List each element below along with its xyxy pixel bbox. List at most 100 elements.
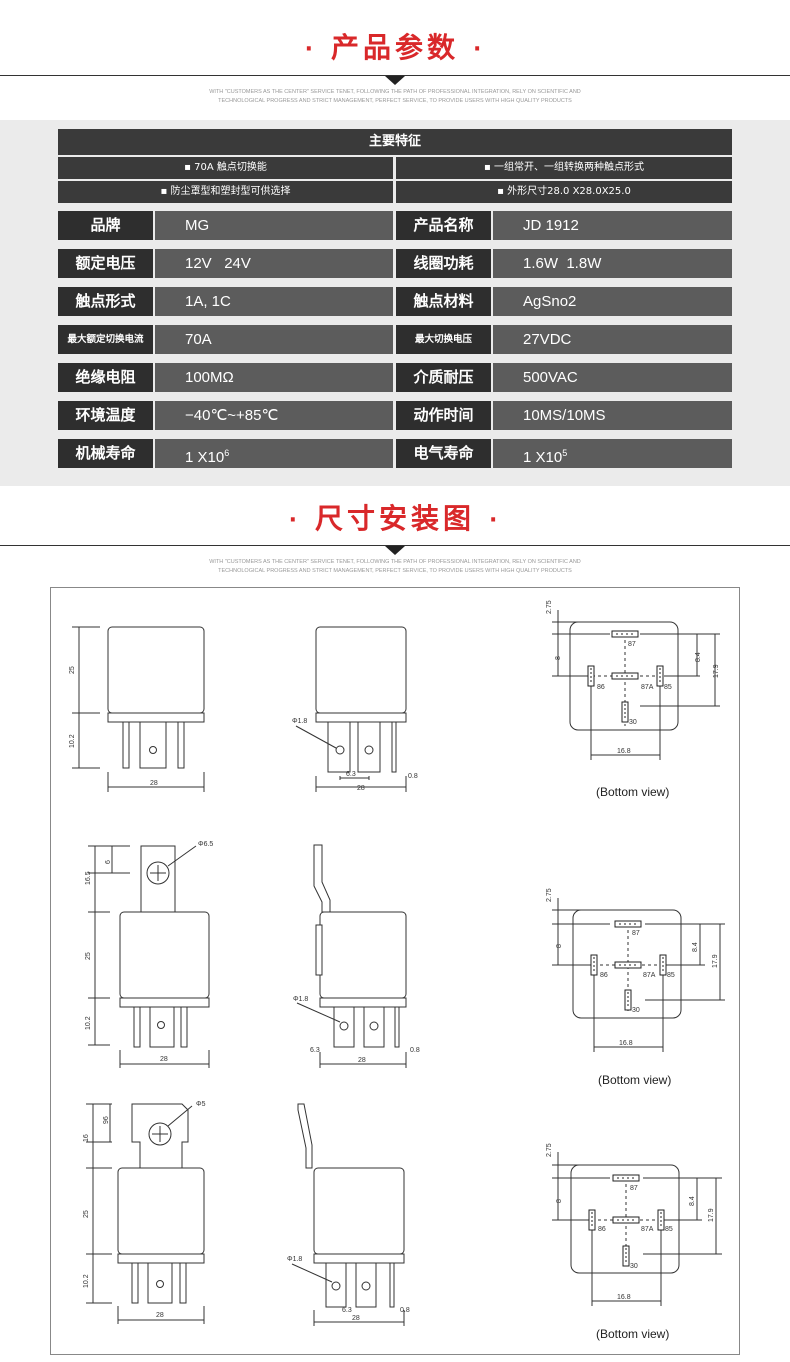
dim-label: 28: [357, 785, 365, 792]
dim-label: 0.8: [400, 1307, 410, 1314]
spec-row: 品牌 MG 产品名称 JD 1912: [58, 211, 732, 240]
dim-label: 8: [555, 656, 562, 660]
dim-label: 17.9: [713, 664, 720, 678]
spec-value: 70A: [155, 325, 393, 354]
pin-label: 87: [630, 1185, 638, 1192]
spec-label: 环境温度: [58, 401, 153, 430]
spec-label: 品牌: [58, 211, 153, 240]
pin-label: 30: [632, 1007, 640, 1014]
spec-value: 500VAC: [493, 363, 732, 392]
dim-label: 0.8: [410, 1047, 420, 1054]
spec-row: 环境温度 −40℃~+85℃ 动作时间 10MS/10MS: [58, 401, 732, 430]
dim-label: 6.3: [310, 1047, 320, 1054]
divider: [0, 75, 790, 76]
bottom-view-label: (Bottom view): [596, 1327, 669, 1341]
pin-label: 85: [667, 972, 675, 979]
pin-label: 87A: [641, 684, 654, 691]
bottom-view-label: (Bottom view): [598, 1073, 671, 1087]
spec-value: AgSno2: [493, 287, 732, 316]
dim-label: 6: [105, 860, 112, 864]
tagline: WITH "CUSTOMERS AS THE CENTER" SERVICE T…: [209, 559, 581, 574]
dim-label: 8: [556, 944, 563, 948]
dim-label: 25: [69, 666, 76, 674]
spec-label: 额定电压: [58, 249, 153, 278]
spec-label: 触点形式: [58, 287, 153, 316]
dim-label: Φ1.8: [292, 718, 307, 725]
dim-label: 16.5: [85, 871, 92, 885]
pin-label: 86: [597, 684, 605, 691]
spec-label: 产品名称: [396, 211, 491, 240]
section-title-dimensions: ·尺寸安装图·: [288, 502, 502, 535]
arrow-down-icon: [385, 76, 405, 85]
spec-label: 动作时间: [396, 401, 491, 430]
pin-label: 87: [628, 641, 636, 648]
spec-value: 27VDC: [493, 325, 732, 354]
spec-row: 最大额定切换电流 70A 最大切换电压 27VDC: [58, 325, 732, 354]
feature-item: ▪ 70A 触点切换能: [58, 157, 393, 179]
pin-label: 30: [630, 1263, 638, 1270]
side-view-3: [291, 1103, 405, 1326]
section-title-params: ·产品参数·: [304, 31, 486, 64]
bottom-view-label: (Bottom view): [596, 785, 669, 799]
dim-label: 28: [160, 1056, 168, 1063]
spec-value: JD 1912: [493, 211, 732, 240]
dim-label: 25: [83, 1210, 90, 1218]
spec-value: MG: [155, 211, 393, 240]
feature-item: ▪ 一组常开、一组转换两种触点形式: [396, 157, 732, 179]
dim-label: Φ1.8: [287, 1256, 302, 1263]
dim-label: 0.8: [408, 773, 418, 780]
spec-row: 机械寿命 1 X106 电气寿命 1 X105: [58, 439, 732, 468]
dim-label: 10.2: [85, 1016, 92, 1030]
spec-label: 绝缘电阻: [58, 363, 153, 392]
dim-label: 25: [85, 952, 92, 960]
spec-value: 1A, 1C: [155, 287, 393, 316]
feature-item: ▪ 防尘罩型和塑封型可供选择: [58, 181, 393, 203]
arrow-down-icon: [385, 546, 405, 555]
dim-label: 16.8: [617, 748, 631, 755]
spec-value: −40℃~+85℃: [155, 401, 393, 430]
pin-label: 85: [664, 684, 672, 691]
pin-label: 85: [665, 1226, 673, 1233]
spec-value: 1 X105: [493, 439, 732, 468]
spec-row: 额定电压 12V 24V 线圈功耗 1.6W 1.8W: [58, 249, 732, 278]
spec-label: 线圈功耗: [396, 249, 491, 278]
feature-item: ▪ 外形尺寸28.0 X28.0X25.0: [396, 181, 732, 203]
front-view-2: [88, 845, 210, 1068]
dim-label: 2.75: [546, 1143, 553, 1157]
spec-label: 介质耐压: [396, 363, 491, 392]
spec-label: 最大额定切换电流: [58, 325, 153, 354]
spec-value: 100MΩ: [155, 363, 393, 392]
spec-label: 机械寿命: [58, 439, 153, 468]
dim-label: Φ1.8: [293, 996, 308, 1003]
dim-label: 16.8: [617, 1294, 631, 1301]
pin-label: 86: [600, 972, 608, 979]
dim-label: 6.3: [342, 1307, 352, 1314]
dim-label: 8.4: [692, 942, 699, 952]
dim-label: 6.3: [346, 771, 356, 778]
spec-label: 最大切换电压: [396, 325, 491, 354]
spec-label: 触点材料: [396, 287, 491, 316]
dim-label: 96: [103, 1116, 110, 1124]
front-view-1: [72, 626, 205, 792]
dim-label: Φ6.5: [198, 841, 213, 848]
dim-label: 8.4: [689, 1196, 696, 1206]
dim-label: 16.8: [619, 1040, 633, 1047]
pin-label: 30: [629, 719, 637, 726]
side-view-1: [295, 626, 407, 792]
dim-label: 28: [358, 1057, 366, 1064]
pin-label: 87A: [641, 1226, 654, 1233]
dim-label: 28: [352, 1315, 360, 1322]
drawing-frame: [50, 587, 740, 1355]
dim-label: 16: [83, 1134, 90, 1142]
dim-label: 10.2: [83, 1274, 90, 1288]
spec-value: 10MS/10MS: [493, 401, 732, 430]
dim-label: 28: [156, 1312, 164, 1319]
side-view-2: [296, 844, 407, 1068]
pin-label: 87A: [643, 972, 656, 979]
spec-label: 电气寿命: [396, 439, 491, 468]
divider: [0, 545, 790, 546]
pin-label: 87: [632, 930, 640, 937]
tagline: WITH "CUSTOMERS AS THE CENTER" SERVICE T…: [209, 89, 581, 104]
spec-row: 绝缘电阻 100MΩ 介质耐压 500VAC: [58, 363, 732, 392]
